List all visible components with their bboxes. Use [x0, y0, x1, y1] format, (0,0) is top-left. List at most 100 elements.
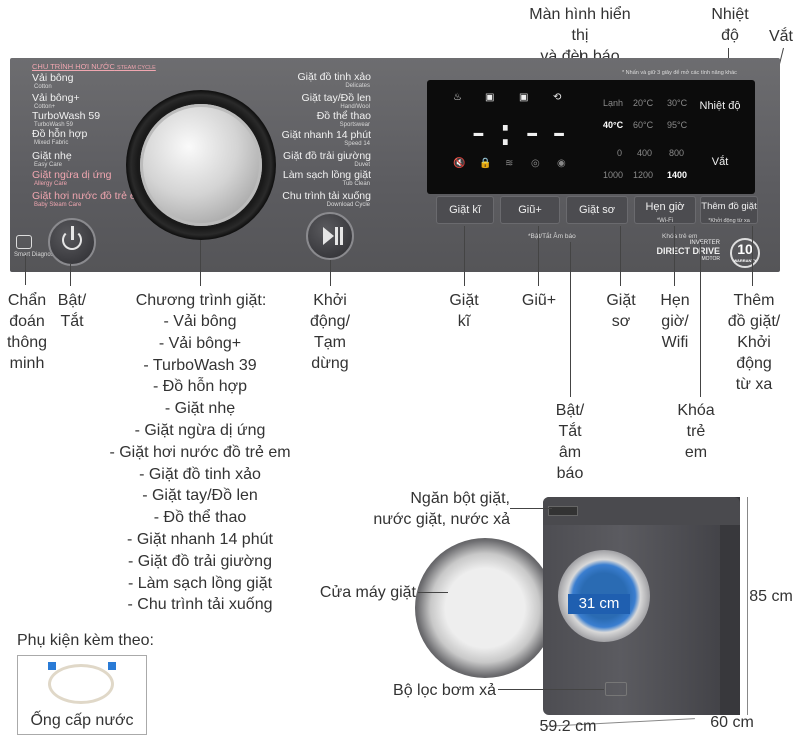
add-item-label: Thêm đồ giặt — [701, 201, 757, 212]
smart-diagnosis-label: Smart Diagnosis™ — [14, 252, 65, 258]
spin-option: 0 — [617, 148, 623, 158]
intensive-callout: Giặt kĩ — [449, 292, 479, 330]
power-button[interactable] — [48, 218, 96, 266]
smart-diagnosis-icon — [16, 235, 32, 249]
right-program-sublabel: Tub Clean — [342, 181, 370, 187]
temperature-option: 40°C — [603, 120, 624, 130]
right-program-sublabel: Duvet — [354, 162, 370, 168]
left-program-label: Giặt hơi nước đồ trẻ em — [32, 190, 145, 202]
washer-door-open — [415, 538, 555, 678]
program-list-item: - Chu trình tải xuống — [127, 596, 273, 614]
wash-icon: ▣ — [485, 92, 495, 103]
program-list-item: - Giặt ngừa dị ứng — [134, 421, 266, 439]
left-program-label: Giặt nhẹ — [32, 150, 72, 162]
prewash-button[interactable]: Giặt sơ — [566, 196, 628, 224]
left-program-sublabel: Easy Care — [34, 162, 63, 168]
program-list-item: - Vải bông — [163, 313, 237, 330]
beep-label: *Bật/Tắt Âm báo — [528, 233, 576, 240]
right-program-label: Làm sạch lồng giặt — [282, 169, 371, 181]
accessory-box: Ống cấp nước — [17, 655, 147, 735]
timer-label: Hẹn giờ — [645, 201, 685, 213]
programs-title: Chương trình giặt: — [135, 292, 267, 309]
right-program-sublabel: Sportswear — [339, 122, 370, 128]
add-item-button[interactable]: Thêm đồ giặt *Khởi động từ xa — [700, 196, 758, 224]
spin-button[interactable]: Vắt — [711, 156, 729, 168]
temperature-callout: Nhiệt độ — [711, 6, 749, 44]
left-program-label: Vải bông — [32, 72, 74, 84]
remote-start-sub-label: *Khởi động từ xa — [708, 218, 750, 224]
steam-cycle-header: CHU TRÌNH HƠI NƯỚC STEAM CYCLE — [32, 62, 156, 71]
filter-callout: Bộ lọc bơm xả — [393, 682, 496, 699]
right-program-label: Giặt tay/Đồ len — [301, 92, 371, 104]
spin-option: 1000 — [603, 170, 624, 180]
detergent-drawer — [548, 506, 578, 516]
program-list-item: - TurboWash 39 — [143, 356, 257, 374]
rinse-plus-button[interactable]: Giũ+ — [500, 196, 560, 224]
left-program-sublabel: Cotton+ — [34, 104, 56, 110]
timer-callout: Hẹn giờ/ Wifi — [660, 292, 690, 351]
spin-icon: ⟲ — [553, 92, 562, 103]
add-item-callout: Thêm đồ giặt/ Khởi động từ xa — [727, 292, 781, 393]
intensive-button[interactable]: Giặt kĩ — [436, 196, 494, 224]
spin-option: 1200 — [633, 170, 654, 180]
program-list-item: - Đồ thể thao — [153, 509, 247, 527]
wifi-sub-label: *Wi-Fi — [656, 218, 674, 224]
depth-dimension: 60 cm — [710, 714, 754, 731]
drawer-callout: Ngăn bột giặt, nước giặt, nước xả — [373, 490, 510, 528]
timer-button[interactable]: Hẹn giờ *Wi-Fi — [634, 196, 696, 224]
temperature-button[interactable]: Nhiệt độ — [699, 100, 741, 112]
program-list-item: - Giặt đồ trải giường — [128, 552, 272, 570]
panel-note: * Nhấn và giữ 3 giây để mở các tính năng… — [622, 70, 737, 76]
left-program-label: Vải bông+ — [32, 92, 80, 104]
temperature-option: 60°C — [633, 120, 654, 130]
accessories-title: Phụ kiện kèm theo: — [17, 632, 154, 649]
smart-icon: ◎ — [531, 158, 540, 169]
power-callout: Bật/ Tắt — [57, 292, 87, 330]
rinse-icon: ▣ — [519, 92, 529, 103]
left-program-sublabel: Baby Steam Care — [34, 202, 82, 208]
temperature-option: 20°C — [633, 98, 654, 108]
temperature-option: 95°C — [667, 120, 688, 130]
washer-side — [720, 497, 740, 715]
spin-option: 400 — [637, 148, 653, 158]
program-list-item: - Vải bông+ — [158, 334, 242, 352]
right-program-sublabel: Speed 14 — [344, 141, 370, 147]
water-hose-image — [48, 664, 114, 704]
child-lock-callout: Khóa trẻ em — [677, 402, 715, 461]
right-program-label: Giặt nhanh 14 phút — [281, 129, 371, 141]
start-pause-callout: Khởi động/ Tạm dừng — [309, 292, 351, 372]
time-readout: -:-- — [467, 110, 575, 154]
height-dimension: 85 cm — [749, 588, 793, 605]
program-list-item: - Đồ hỗn hợp — [152, 378, 248, 396]
temperature-option: Lạnh — [603, 98, 624, 108]
right-program-label: Đồ thể thao — [316, 110, 371, 122]
program-list-item: - Làm sạch lồng giặt — [127, 574, 273, 592]
left-program-sublabel: TurboWash 59 — [34, 122, 73, 128]
program-list-item: - Giặt đồ tinh xảo — [139, 465, 261, 483]
right-program-sublabel: Hand/Wool — [340, 104, 370, 110]
pause-icon — [335, 227, 338, 245]
spin-callout: Vắt — [768, 28, 793, 45]
left-program-label: Đồ hỗn hợp — [32, 128, 88, 140]
wifi-icon: ≋ — [505, 158, 514, 169]
right-program-sublabel: Delicates — [345, 83, 370, 89]
right-program-label: Giặt đồ trải giường — [282, 150, 371, 162]
rinse-callout: Giũ+ — [521, 292, 557, 309]
mute-icon: 🔇 — [453, 158, 466, 169]
play-icon — [323, 227, 334, 245]
start-pause-button[interactable] — [306, 212, 354, 260]
lock-icon: 🔒 — [479, 158, 492, 169]
temperature-option: 30°C — [667, 98, 688, 108]
left-program-label: TurboWash 59 — [32, 110, 101, 122]
smart-diagnosis-callout: Chẩn đoán thông minh — [6, 292, 48, 372]
warranty-badge: 10 WARRANTY — [730, 238, 760, 268]
width-dimension: 59.2 cm — [539, 718, 597, 735]
steam-icon: ♨ — [453, 92, 462, 103]
power-icon — [62, 230, 82, 250]
program-list-item: - Giặt tay/Đồ len — [142, 487, 258, 505]
right-program-sublabel: Download Cycle — [326, 202, 370, 208]
inverter-logo: INVERTER DIRECT DRIVE MOTOR — [656, 240, 720, 262]
door-diameter-label: 31 cm — [568, 594, 630, 614]
program-dial[interactable] — [140, 104, 262, 226]
left-program-label: Giặt ngừa dị ứng — [32, 169, 112, 181]
